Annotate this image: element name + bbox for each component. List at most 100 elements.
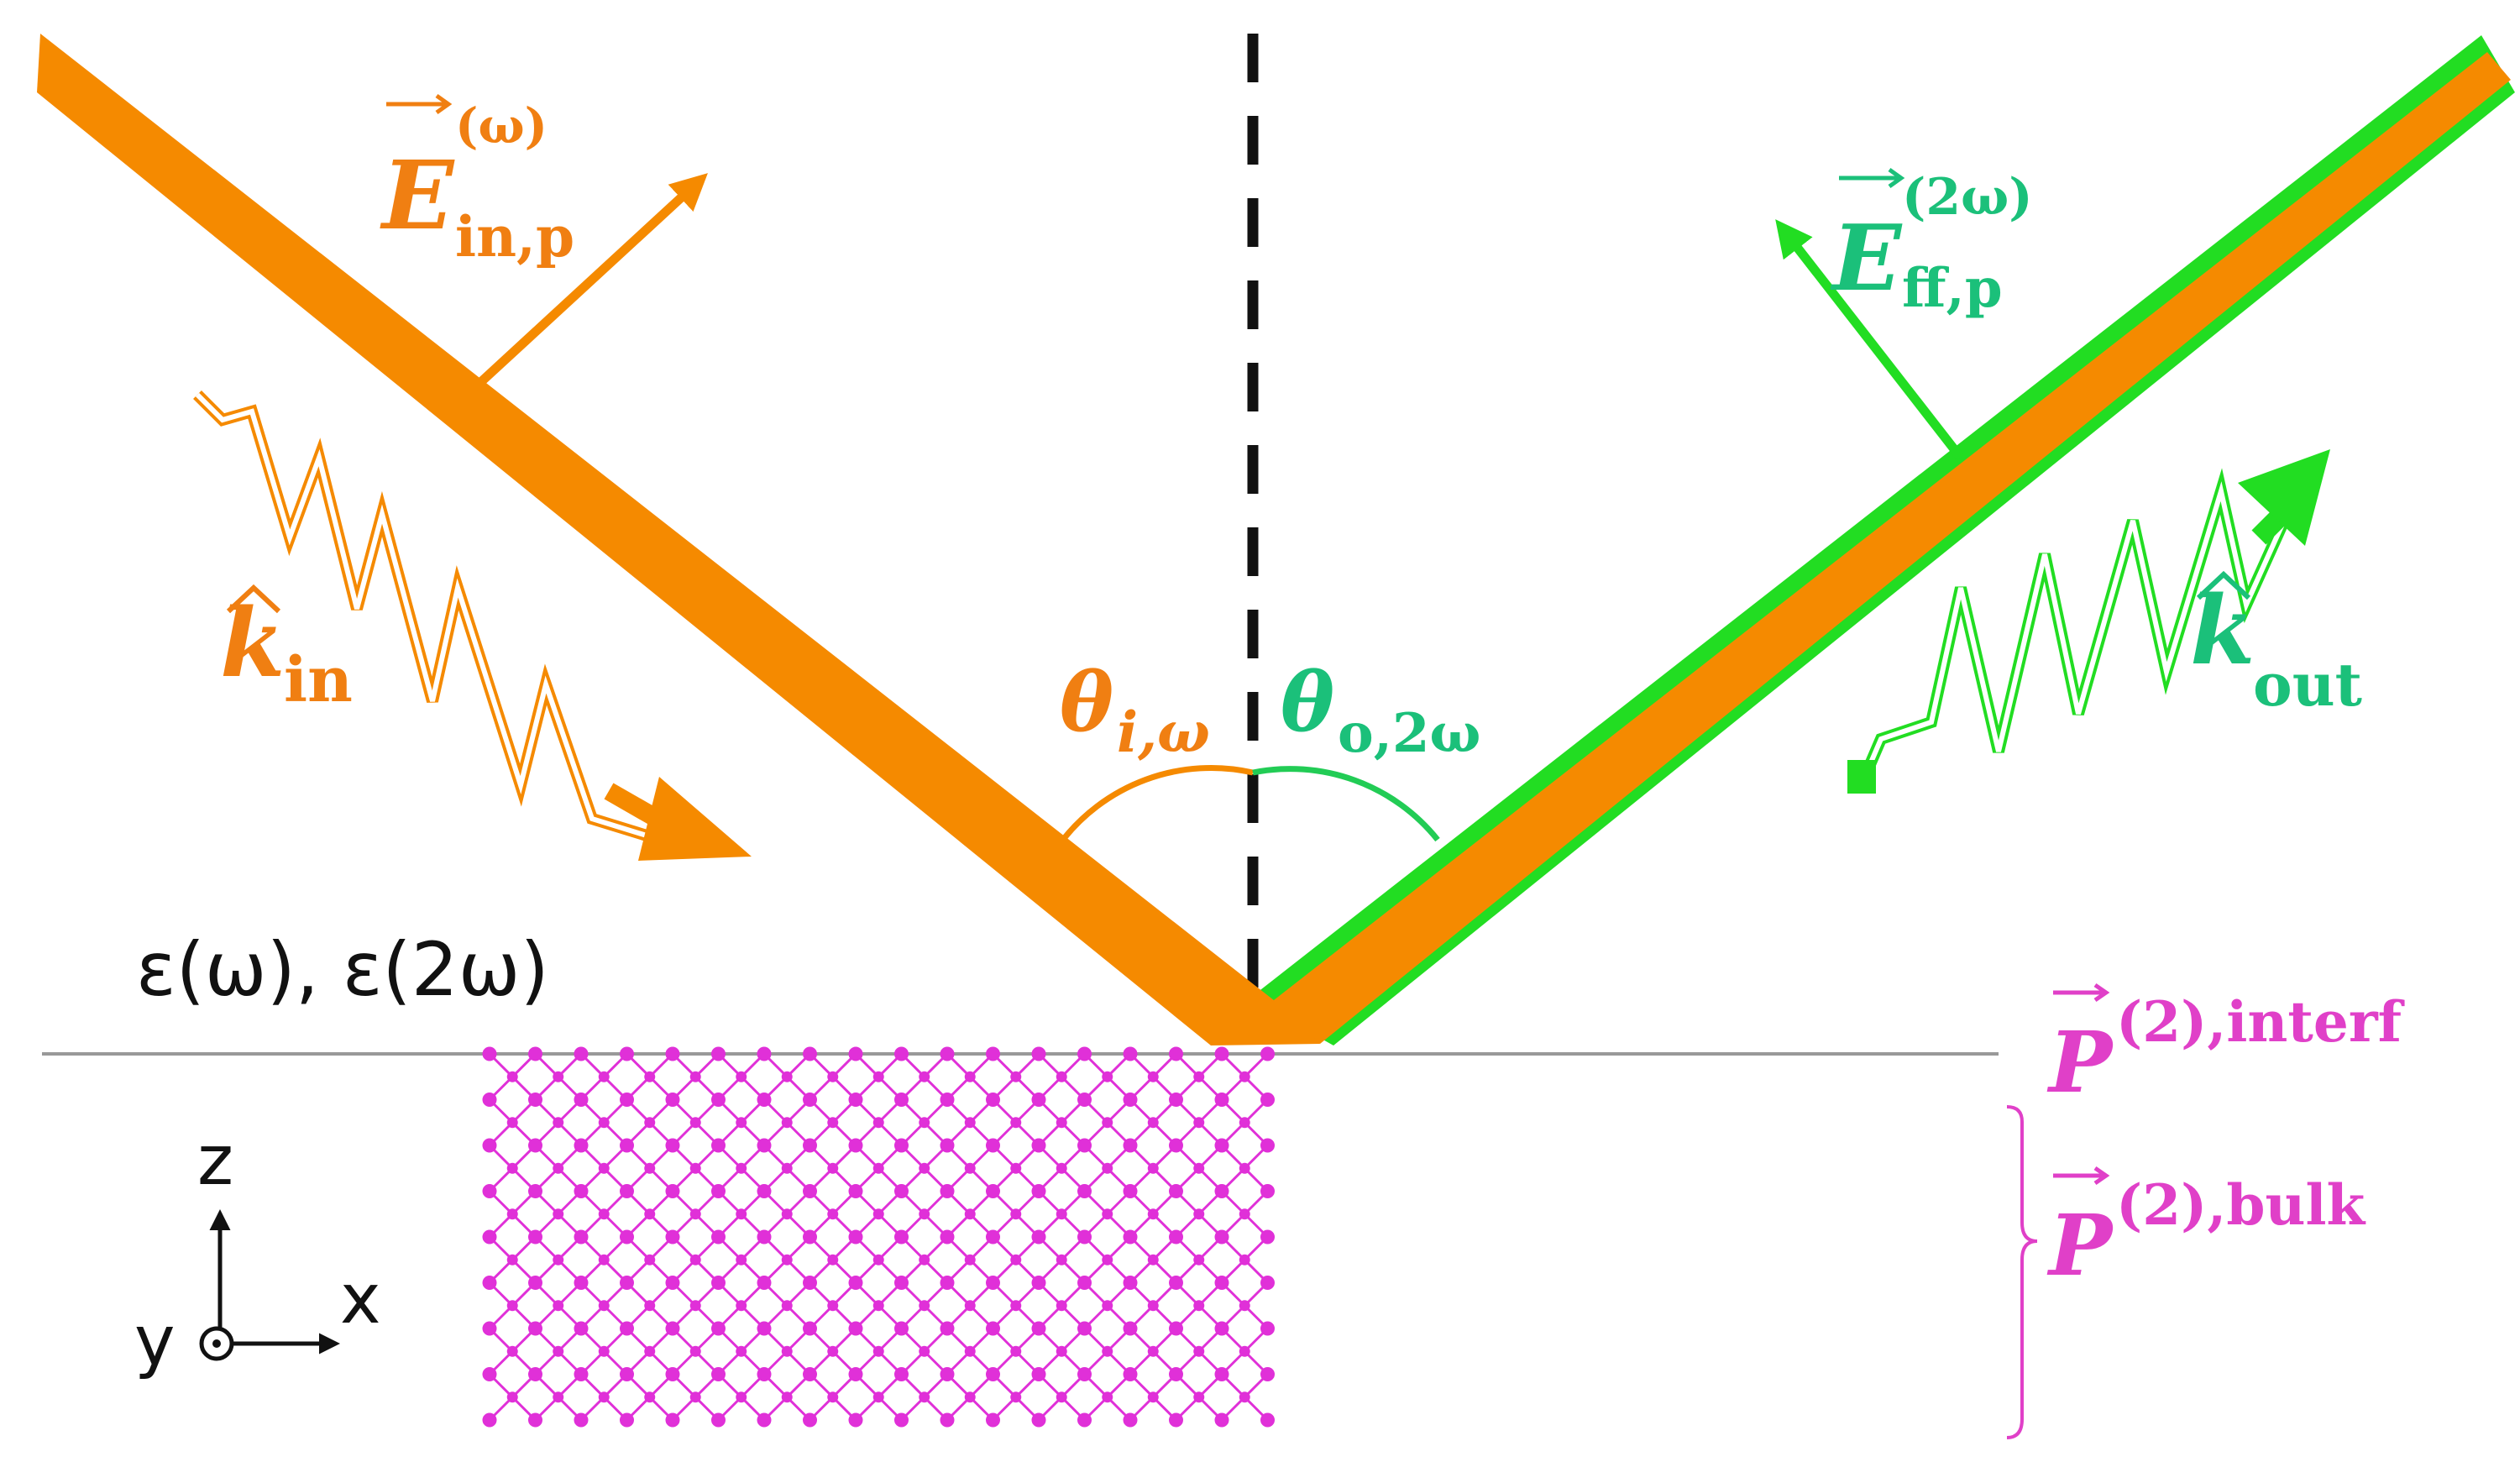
lattice-atom — [665, 1184, 680, 1198]
lattice-atom — [848, 1046, 863, 1061]
lattice-atom — [528, 1046, 542, 1061]
lattice-atom — [482, 1138, 497, 1153]
lattice-atom — [757, 1093, 772, 1107]
lattice-atom — [689, 1391, 701, 1403]
lattice-atom — [1169, 1138, 1183, 1153]
lattice-atom — [872, 1162, 884, 1174]
lattice-atom — [1193, 1162, 1205, 1174]
lattice-atom — [598, 1254, 610, 1265]
lattice-atom — [964, 1162, 976, 1174]
lattice-atom — [644, 1300, 656, 1312]
p-bulk-base: P — [2046, 1196, 2114, 1295]
lattice-atom — [1031, 1321, 1046, 1336]
theta-out-label: θ o,2ω — [1281, 655, 1480, 765]
crystal-lattice — [482, 1046, 1275, 1428]
lattice-atom — [1056, 1208, 1067, 1220]
lattice-atom — [1260, 1138, 1275, 1153]
k-in-base: k — [220, 589, 286, 699]
lattice-atom — [528, 1367, 542, 1381]
lattice-atom — [644, 1117, 656, 1129]
lattice-atom — [665, 1276, 680, 1290]
lattice-atom — [482, 1046, 497, 1061]
lattice-atom — [894, 1046, 909, 1061]
lattice-atom — [506, 1071, 518, 1082]
lattice-atom — [1056, 1071, 1067, 1082]
lattice-atom — [894, 1093, 909, 1107]
lattice-atom — [1260, 1276, 1275, 1290]
p-bulk-label: P (2),bulk — [2046, 1166, 2366, 1295]
k-in-label: k in — [220, 584, 353, 716]
lattice-atom — [986, 1046, 1000, 1061]
lattice-atom — [894, 1367, 909, 1381]
theta-in-sub: i,ω — [1117, 700, 1210, 765]
bulk-bracket — [2006, 1105, 2038, 1439]
e-ff-arrow — [1775, 219, 1965, 461]
lattice-atom — [919, 1345, 930, 1357]
lattice-atom — [827, 1300, 839, 1312]
lattice-atom — [598, 1117, 610, 1129]
lattice-atom — [1077, 1184, 1092, 1198]
lattice-atom — [528, 1321, 542, 1336]
lattice-atom — [1169, 1093, 1183, 1107]
lattice-atom — [711, 1138, 726, 1153]
lattice-atom — [1260, 1321, 1275, 1336]
lattice-atom — [689, 1162, 701, 1174]
lattice-atom — [940, 1412, 955, 1428]
lattice-atom — [1169, 1276, 1183, 1290]
lattice-atom — [1010, 1300, 1022, 1312]
lattice-atom — [620, 1184, 634, 1198]
outgoing-wave-icon — [1847, 449, 2330, 794]
p-interf-label: P (2),interf — [2046, 983, 2405, 1112]
lattice-atom — [1193, 1117, 1205, 1129]
lattice-atom — [1193, 1071, 1205, 1082]
k-in-sub: in — [284, 644, 353, 716]
lattice-atom — [803, 1412, 817, 1428]
lattice-atom — [827, 1071, 839, 1082]
lattice-atom — [986, 1412, 1000, 1428]
lattice-atom — [1239, 1071, 1250, 1082]
lattice-atom — [574, 1276, 589, 1290]
lattice-atom — [482, 1367, 497, 1381]
lattice-atom — [757, 1276, 772, 1290]
lattice-atom — [848, 1276, 863, 1290]
lattice-atom — [781, 1391, 793, 1403]
lattice-atom — [848, 1093, 863, 1107]
lattice-atom — [553, 1254, 564, 1265]
lattice-atom — [919, 1162, 930, 1174]
lattice-atom — [781, 1117, 793, 1129]
z-axis-label: z — [197, 1121, 233, 1201]
p-interf-sup: (2),interf — [2116, 989, 2405, 1055]
lattice-atom — [1010, 1345, 1022, 1357]
lattice-atom — [964, 1345, 976, 1357]
e-in-sup: (ω) — [455, 97, 547, 155]
lattice-atom — [872, 1208, 884, 1220]
lattice-atom — [644, 1071, 656, 1082]
lattice-atom — [1193, 1254, 1205, 1265]
lattice-atom — [986, 1093, 1000, 1107]
e-in-arrow — [471, 173, 708, 392]
lattice-atom — [689, 1117, 701, 1129]
lattice-atom — [1077, 1229, 1092, 1245]
lattice-atom — [528, 1093, 542, 1107]
e-in-sub: in,p — [455, 204, 574, 270]
lattice-atom — [1239, 1117, 1250, 1129]
lattice-atom — [620, 1367, 634, 1381]
lattice-atom — [1123, 1184, 1138, 1198]
lattice-atom — [598, 1345, 610, 1357]
lattice-atom — [689, 1300, 701, 1312]
lattice-atom — [620, 1093, 634, 1107]
lattice-atom — [482, 1412, 497, 1428]
lattice-atom — [665, 1046, 680, 1061]
lattice-atom — [711, 1276, 726, 1290]
lattice-atom — [1147, 1117, 1159, 1129]
theta-out-sub: o,2ω — [1338, 702, 1480, 765]
lattice-atom — [848, 1412, 863, 1428]
lattice-atom — [1102, 1254, 1113, 1265]
lattice-atom — [1169, 1321, 1183, 1336]
lattice-atom — [620, 1138, 634, 1153]
lattice-atom — [781, 1208, 793, 1220]
lattice-atom — [1010, 1208, 1022, 1220]
lattice-atom — [986, 1276, 1000, 1290]
lattice-atom — [689, 1254, 701, 1265]
lattice-atom — [574, 1138, 589, 1153]
